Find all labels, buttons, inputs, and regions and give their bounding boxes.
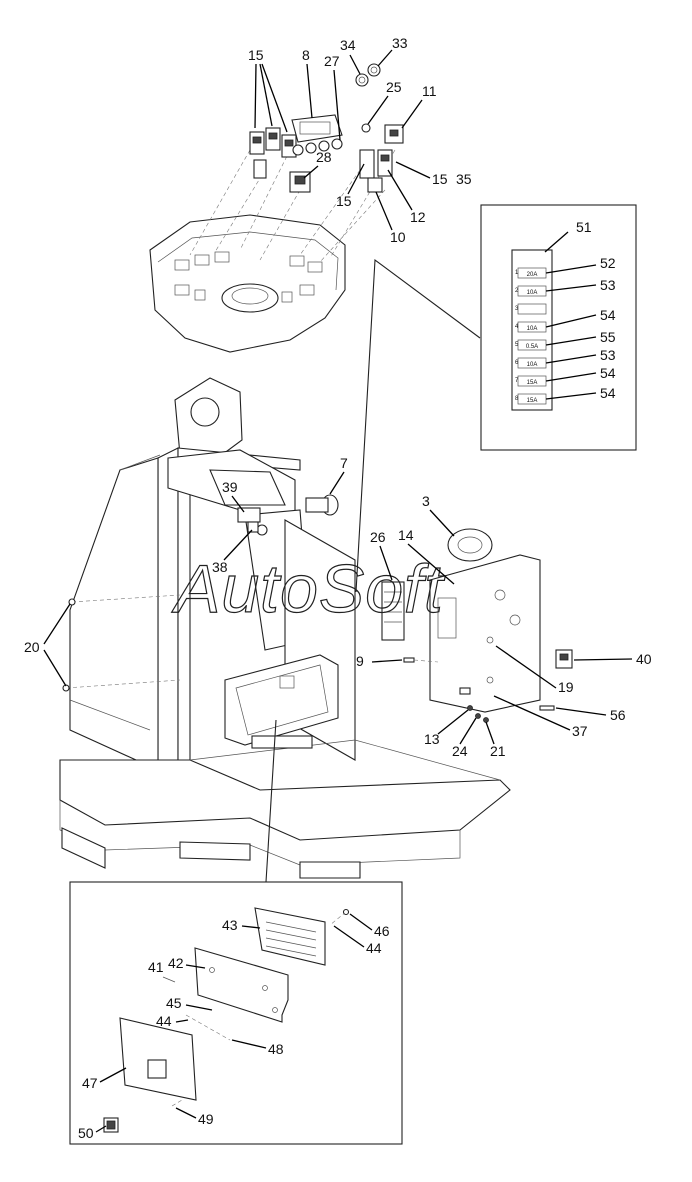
callout-19: 19 bbox=[558, 679, 574, 695]
svg-text:7: 7 bbox=[515, 378, 519, 384]
callout-44-bottom: 44 bbox=[156, 1013, 172, 1029]
svg-text:15A: 15A bbox=[527, 398, 538, 404]
side-mounting-plate bbox=[429, 554, 541, 713]
callout-42: 42 bbox=[168, 955, 184, 971]
callout-54-top: 54 bbox=[600, 307, 616, 323]
fuse-item: 3 bbox=[515, 303, 547, 315]
display-module bbox=[291, 114, 343, 156]
svg-text:0.5A: 0.5A bbox=[526, 344, 538, 350]
callout-11: 11 bbox=[422, 83, 437, 99]
svg-text:10A: 10A bbox=[527, 326, 538, 332]
callout-55: 55 bbox=[600, 329, 616, 345]
callout-54-middle: 54 bbox=[600, 365, 616, 381]
callout-41: 41 bbox=[148, 959, 164, 975]
callout-43: 43 bbox=[222, 917, 238, 933]
instrument-panel-cover bbox=[149, 149, 396, 353]
callout-47: 47 bbox=[82, 1075, 98, 1091]
callout-44-top: 44 bbox=[366, 940, 382, 956]
callout-50: 50 bbox=[78, 1125, 94, 1141]
fuse-box-inset: 20A 1 10A 2 3 10A 4 0.5A 5 bbox=[355, 204, 637, 593]
connector-plug bbox=[555, 649, 573, 669]
callout-8: 8 bbox=[302, 47, 310, 63]
callout-46: 46 bbox=[374, 923, 390, 939]
callout-26: 26 bbox=[370, 529, 386, 545]
callout-54-bottom: 54 bbox=[600, 385, 616, 401]
callout-53-top: 53 bbox=[600, 277, 616, 293]
callout-15-left: 15 bbox=[336, 193, 352, 209]
svg-text:1: 1 bbox=[515, 270, 519, 276]
small-fasteners bbox=[467, 705, 489, 723]
svg-text:10A: 10A bbox=[527, 290, 538, 296]
callout-37: 37 bbox=[572, 723, 588, 739]
callout-48: 48 bbox=[268, 1041, 284, 1057]
callout-15-switches: 15 bbox=[248, 47, 264, 63]
callout-51: 51 bbox=[576, 219, 592, 235]
callout-15-right: 15 bbox=[432, 171, 448, 187]
svg-text:15A: 15A bbox=[527, 380, 538, 386]
svg-text:6: 6 bbox=[515, 360, 519, 366]
callout-25: 25 bbox=[386, 79, 402, 95]
callout-13: 13 bbox=[424, 731, 440, 747]
callout-21: 21 bbox=[490, 743, 506, 759]
callout-27: 27 bbox=[324, 53, 340, 69]
svg-text:10A: 10A bbox=[527, 362, 538, 368]
callout-53-bottom: 53 bbox=[600, 347, 616, 363]
callout-56: 56 bbox=[610, 707, 626, 723]
svg-text:4: 4 bbox=[515, 324, 519, 330]
svg-text:5: 5 bbox=[515, 342, 519, 348]
watermark: AutoSoft bbox=[171, 551, 446, 627]
emergency-stop-button bbox=[305, 494, 339, 516]
callout-39: 39 bbox=[222, 479, 238, 495]
callout-3: 3 bbox=[422, 493, 430, 509]
bolts bbox=[403, 657, 555, 711]
svg-text:8: 8 bbox=[515, 396, 519, 402]
callout-34: 34 bbox=[340, 37, 356, 53]
callout-33: 33 bbox=[392, 35, 408, 51]
callout-35: 35 bbox=[456, 171, 472, 187]
svg-text:2: 2 bbox=[515, 288, 519, 294]
svg-text:3: 3 bbox=[515, 306, 519, 312]
callout-52: 52 bbox=[600, 255, 616, 271]
rocker-switches bbox=[249, 127, 297, 179]
callout-7: 7 bbox=[340, 455, 348, 471]
callout-labels: 15 8 34 33 27 25 11 28 15 15 35 12 10 51… bbox=[24, 35, 652, 1141]
svg-text:20A: 20A bbox=[527, 272, 538, 278]
callout-45: 45 bbox=[166, 995, 182, 1011]
callout-10: 10 bbox=[390, 229, 406, 245]
callout-28: 28 bbox=[316, 149, 332, 165]
ecu-module bbox=[224, 654, 339, 749]
callout-12: 12 bbox=[410, 209, 426, 225]
ecu-detail-inset bbox=[69, 881, 403, 1145]
fuse-holder bbox=[381, 581, 405, 641]
callout-9: 9 bbox=[356, 653, 364, 669]
callout-38: 38 bbox=[212, 559, 228, 575]
callout-24: 24 bbox=[452, 743, 468, 759]
callout-20: 20 bbox=[24, 639, 40, 655]
callout-40: 40 bbox=[636, 651, 652, 667]
indicator-lamps bbox=[355, 63, 381, 133]
callout-14: 14 bbox=[398, 527, 414, 543]
callout-49: 49 bbox=[198, 1111, 214, 1127]
side-switches bbox=[359, 124, 404, 193]
